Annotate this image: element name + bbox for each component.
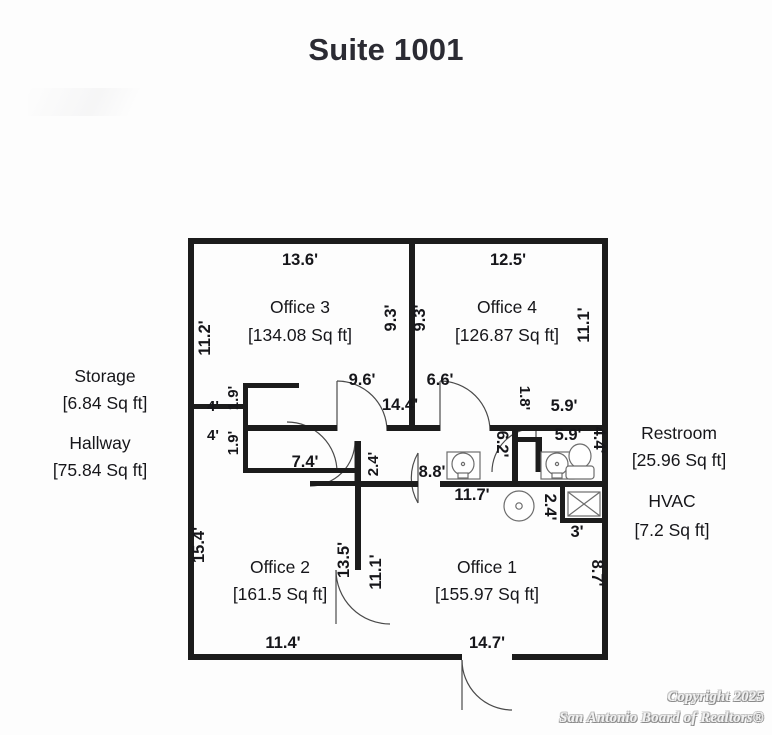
svg-text:8.7': 8.7': [588, 560, 606, 587]
svg-text:8.8': 8.8': [419, 463, 446, 481]
svg-text:7.4': 7.4': [292, 453, 319, 471]
door-office4: [439, 380, 491, 432]
door-office3: [336, 380, 388, 432]
room-label-office3: Office 3 [134.08 Sq ft]: [248, 297, 352, 345]
copyright-notice: Copyright 2025 San Antonio Board of Real…: [559, 687, 764, 729]
svg-text:13.5': 13.5': [335, 542, 353, 578]
svg-text:4.4': 4.4': [590, 427, 608, 454]
svg-text:Office 4: Office 4: [477, 297, 537, 317]
svg-text:Storage: Storage: [74, 366, 135, 386]
svg-text:1.9': 1.9': [225, 386, 242, 410]
room-label-office2: Office 2 [161.5 Sq ft]: [233, 557, 327, 604]
copyright-line-1: Copyright 2025: [667, 688, 764, 705]
svg-text:6.2': 6.2': [493, 431, 511, 458]
walls: [188, 238, 608, 660]
svg-text:[155.97 Sq ft]: [155.97 Sq ft]: [435, 584, 539, 604]
hvac-unit-icon: [567, 491, 601, 517]
svg-text:[25.96 Sq ft]: [25.96 Sq ft]: [632, 450, 726, 470]
svg-text:11.1': 11.1': [575, 307, 593, 342]
dimensions: 13.6' 11.2' 9.3' 9.6' 12.5' 9.3' 11.1' 6…: [190, 251, 608, 652]
copyright-line-2: San Antonio Board of Realtors®: [559, 709, 764, 726]
page-title: Suite 1001: [308, 32, 464, 67]
sink-left-icon: [446, 451, 481, 480]
svg-text:[75.84 Sq ft]: [75.84 Sq ft]: [53, 460, 147, 480]
svg-text:1.9': 1.9': [225, 431, 242, 455]
side-label-restroom: Restroom [25.96 Sq ft]: [632, 423, 726, 470]
svg-text:Restroom: Restroom: [641, 423, 717, 443]
svg-text:15.4': 15.4': [190, 527, 208, 563]
floor-drain-icon: [503, 490, 535, 522]
svg-text:Office 3: Office 3: [270, 297, 330, 317]
svg-text:2.4': 2.4': [365, 452, 382, 476]
svg-text:9.3': 9.3': [382, 305, 400, 332]
svg-text:[7.2 Sq ft]: [7.2 Sq ft]: [635, 520, 710, 540]
svg-text:Hallway: Hallway: [69, 433, 131, 453]
svg-text:[6.84 Sq ft]: [6.84 Sq ft]: [63, 393, 148, 413]
svg-text:5.9': 5.9': [551, 397, 578, 415]
room-label-office1: Office 1 [155.97 Sq ft]: [435, 557, 539, 604]
svg-text:14.7': 14.7': [469, 634, 505, 652]
svg-text:[161.5 Sq ft]: [161.5 Sq ft]: [233, 584, 327, 604]
svg-text:[134.08 Sq ft]: [134.08 Sq ft]: [248, 325, 352, 345]
svg-text:2.4': 2.4': [541, 494, 559, 521]
svg-text:1.8': 1.8': [516, 386, 533, 410]
svg-text:14.4': 14.4': [382, 396, 418, 414]
side-label-hallway: Hallway [75.84 Sq ft]: [53, 433, 147, 480]
svg-text:HVAC: HVAC: [648, 491, 695, 511]
svg-text:5.9': 5.9': [555, 426, 582, 444]
svg-text:4': 4': [207, 398, 219, 415]
door-entry: [461, 659, 513, 711]
toilet-icon: [565, 443, 595, 480]
svg-text:[126.87 Sq ft]: [126.87 Sq ft]: [455, 325, 559, 345]
side-label-hvac: HVAC [7.2 Sq ft]: [635, 491, 710, 540]
side-label-storage: Storage [6.84 Sq ft]: [63, 366, 148, 413]
svg-text:Office 2: Office 2: [250, 557, 310, 577]
svg-text:11.4': 11.4': [265, 634, 300, 652]
svg-text:4': 4': [207, 427, 219, 444]
svg-text:3': 3': [570, 523, 583, 541]
door-office1-hall: [410, 452, 419, 504]
svg-text:11.7': 11.7': [454, 486, 489, 504]
svg-text:11.2': 11.2': [196, 320, 214, 355]
svg-text:9.6': 9.6': [349, 371, 376, 389]
svg-text:6.6': 6.6': [427, 371, 454, 389]
room-label-office4: Office 4 [126.87 Sq ft]: [455, 297, 559, 345]
svg-text:12.5': 12.5': [490, 251, 526, 269]
svg-text:9.3': 9.3': [411, 305, 429, 332]
door-office2: [335, 569, 391, 625]
svg-text:Office 1: Office 1: [457, 557, 517, 577]
svg-text:11.1': 11.1': [367, 554, 385, 589]
svg-text:13.6': 13.6': [282, 251, 318, 269]
